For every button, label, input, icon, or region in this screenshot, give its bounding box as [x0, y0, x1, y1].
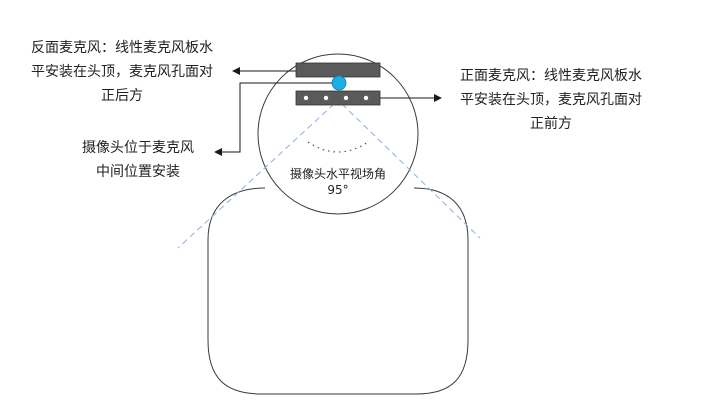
camera-icon	[331, 75, 347, 91]
mic-hole-icon	[323, 95, 329, 101]
mic-hole-icon	[363, 95, 369, 101]
camera-line-2: 中间位置安装	[96, 164, 180, 180]
fov-angle-value: 95°	[327, 183, 349, 197]
front-mic-line-3: 正前方	[530, 116, 572, 132]
fov-angle-arc	[307, 141, 369, 153]
camera-description: 摄像头位于麦克风 中间位置安装	[66, 136, 210, 184]
fov-line-1: 摄像头水平视场角	[289, 167, 386, 181]
front-mic-line-2: 平安装在头顶，麦克风孔面对	[460, 92, 642, 108]
back-mic-description: 反面麦克风：线性麦克风板水 平安装在头顶，麦克风孔面对 正后方	[8, 36, 236, 108]
fov-description: 摄像头水平视场角 95°	[276, 166, 400, 198]
fov-left-line	[177, 103, 335, 249]
back-mic-line-1: 反面麦克风：线性麦克风板水	[31, 40, 213, 56]
front-mic-line-1: 正面麦克风：线性麦克风板水	[460, 68, 642, 84]
back-mic-line-3: 正后方	[101, 88, 143, 104]
front-mic-description: 正面麦克风：线性麦克风板水 平安装在头顶，麦克风孔面对 正前方	[440, 64, 662, 136]
camera-line-1: 摄像头位于麦克风	[82, 140, 194, 156]
robot-body-outline	[207, 187, 469, 395]
fov-right-line	[341, 103, 481, 239]
back-mic-line-2: 平安装在头顶，麦克风孔面对	[31, 64, 213, 80]
back-mic-board	[295, 62, 381, 78]
mic-hole-icon	[303, 95, 309, 101]
camera-arrow	[214, 82, 332, 156]
mic-hole-icon	[343, 95, 349, 101]
